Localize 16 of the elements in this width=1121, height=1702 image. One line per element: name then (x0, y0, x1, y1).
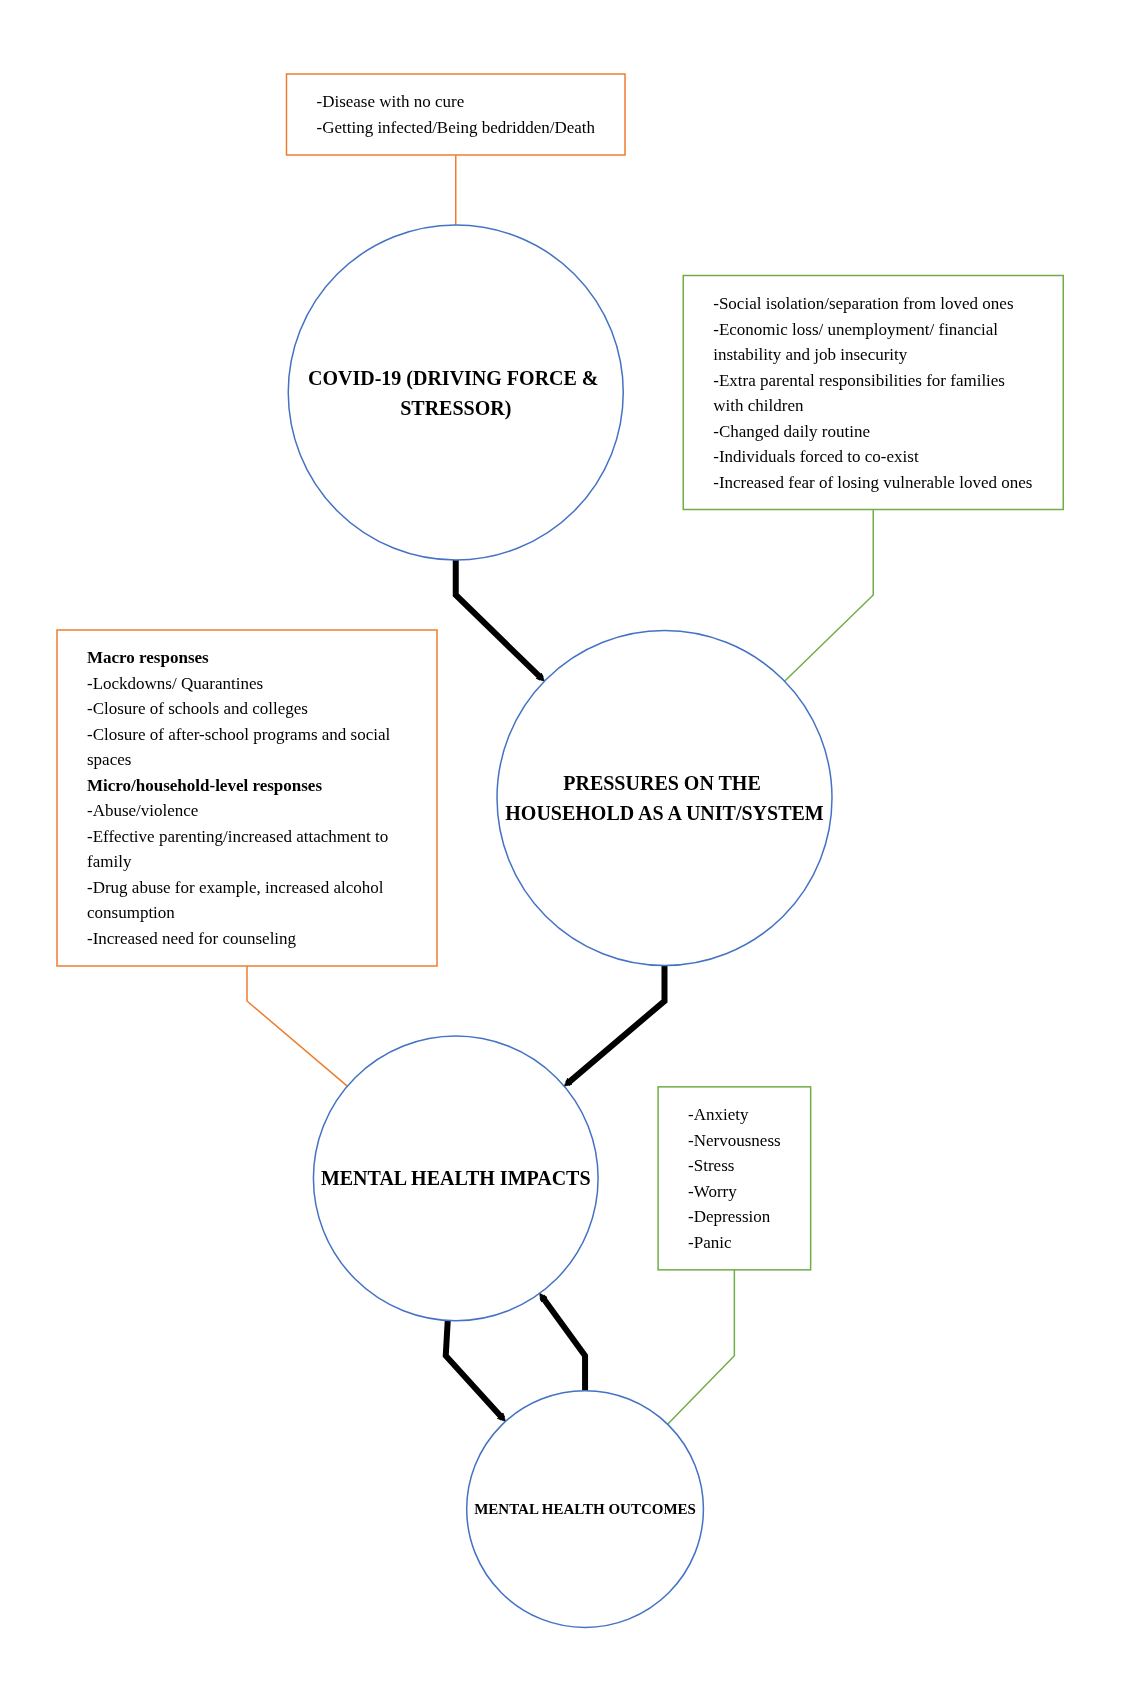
connector (246, 965, 349, 1088)
node-box: -Anxiety -Nervousness -Stress -Worry -Depression -Panic (657, 1086, 812, 1271)
arrow (453, 560, 546, 682)
node-box: -Social isolation/separation from loved ones -Economic loss/ unemployment/ financial instability and job insecurity -Extra parental responsibilities for families with children -Changed daily routine -Individuals forced to co-exist -Increased fear of losing vulnerable loved ones (682, 275, 1065, 511)
node-circle: COVID-19 (DRIVING FORCE & STRESSOR) (287, 224, 625, 562)
connector (455, 154, 457, 227)
connector (667, 1269, 736, 1426)
node-box: Macro responses -Lockdowns/ Quarantines -Closure of schools and colleges -Closure of after-school programs and social spaces Micro/household-level responses -Abuse/violence -Effective parenting/increased attachment to family -Drug abuse for example, increased alcohol consumption -Increased need for counseling (56, 629, 439, 968)
arrow (539, 1293, 589, 1391)
arrow (564, 965, 668, 1087)
arrow (443, 1320, 507, 1423)
node-circle: MENTAL HEALTH IMPACTS (313, 1035, 600, 1322)
node-circle: PRESSURES ON THE HOUSEHOLD AS A UNIT/SYSTEM (496, 630, 834, 967)
node-circle: MENTAL HEALTH OUTCOMES (466, 1390, 705, 1629)
node-box: -Disease with no cure -Getting infected/Being bedridden/Death (286, 73, 627, 157)
connector (784, 509, 875, 683)
